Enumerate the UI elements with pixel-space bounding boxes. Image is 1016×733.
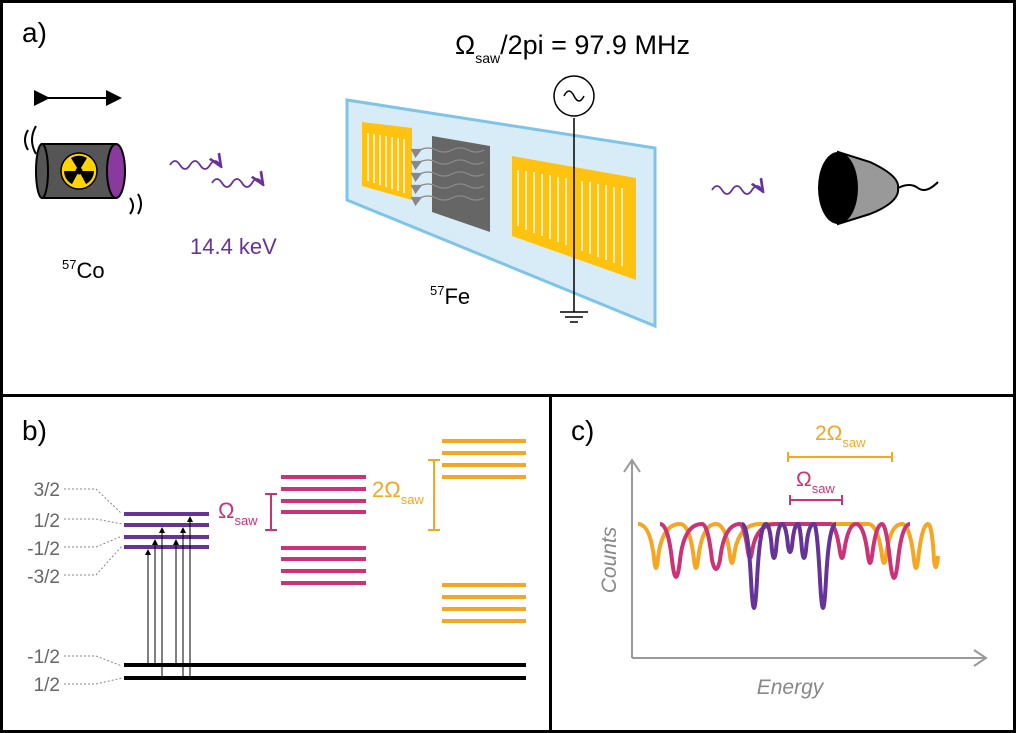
excited-level-label: -3/2 <box>27 567 60 588</box>
ground-levels <box>124 663 526 680</box>
omega-scale <box>789 495 843 505</box>
two-omega-scale <box>787 452 893 462</box>
frequency-label: Ωsaw/2pi = 97.9 MHz <box>455 30 690 66</box>
transition-arrows <box>145 516 193 678</box>
excited-levels <box>124 512 209 549</box>
two-omega-scale-label: 2Ωsaw <box>815 422 866 450</box>
source-label: 57Co <box>62 257 105 283</box>
detector-icon <box>818 150 939 226</box>
x-axis-label: Energy <box>757 676 825 699</box>
excited-level-label: 3/2 <box>34 480 60 501</box>
excited-level-label: -1/2 <box>27 539 60 560</box>
gamma-energy-label: 14.4 keV <box>190 234 277 259</box>
two-omega-saw-label: 2Ωsaw <box>372 477 424 507</box>
magenta-spectrum <box>659 522 911 580</box>
y-axis-label: Counts <box>598 526 621 593</box>
panel-c-label: c) <box>571 415 594 446</box>
two-omega-bracket <box>428 459 440 531</box>
saw-device-icon <box>345 75 657 329</box>
second-sideband-levels <box>442 439 526 623</box>
panel-a-label: a) <box>22 17 47 48</box>
panel-b-label: b) <box>22 415 47 446</box>
omega-scale-label: Ωsaw <box>796 468 835 496</box>
mossbauer-spectrum <box>637 522 940 610</box>
absorber-label: 57Fe <box>430 283 470 309</box>
purple-spectrum <box>740 522 837 610</box>
excited-level-label: 1/2 <box>34 511 60 532</box>
ground-level-label: -1/2 <box>27 647 60 668</box>
leader-lines <box>64 488 123 685</box>
omega-saw-label: Ωsaw <box>218 498 258 528</box>
panel-c <box>549 394 1016 733</box>
axes <box>623 458 988 667</box>
omega-bracket <box>265 493 277 531</box>
co57-source-icon <box>24 125 142 215</box>
gamma-photons-icon <box>169 161 762 195</box>
ground-level-label: 1/2 <box>34 675 60 696</box>
first-sideband-levels <box>281 475 366 585</box>
